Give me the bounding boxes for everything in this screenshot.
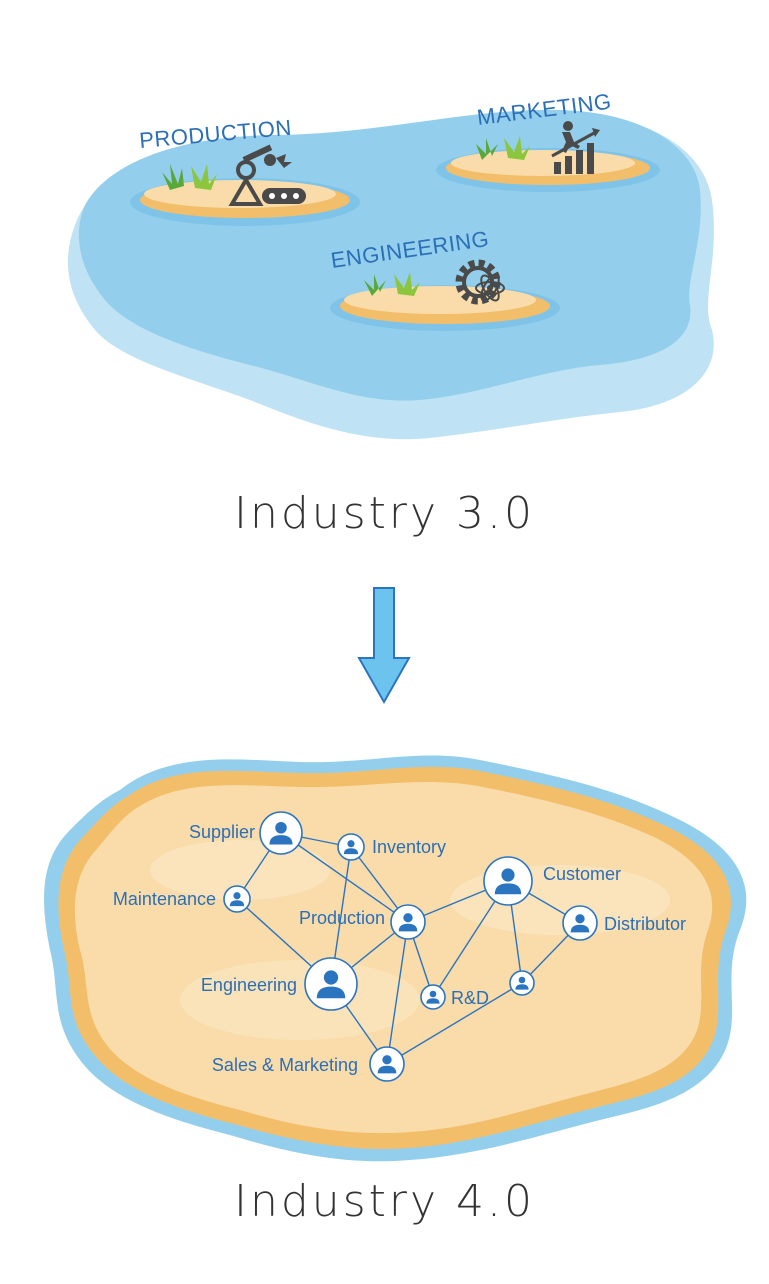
node-label-inventory: Inventory bbox=[372, 837, 446, 857]
node-distributor: Distributor bbox=[562, 905, 686, 941]
person-icon bbox=[377, 1055, 397, 1074]
node-label-supplier: Supplier bbox=[189, 822, 255, 842]
node-label-production: Production bbox=[299, 908, 385, 928]
node-production: Production bbox=[299, 904, 426, 940]
link-supplier-production bbox=[280, 832, 409, 923]
node-rnd: R&D bbox=[420, 984, 489, 1010]
person-icon bbox=[494, 868, 522, 895]
node-label-sales: Sales & Marketing bbox=[212, 1055, 358, 1075]
network-nodes: SupplierInventoryCustomerMaintenanceProd… bbox=[113, 811, 686, 1082]
node-unlabeled bbox=[509, 970, 535, 996]
node-engineering: Engineering bbox=[201, 957, 358, 1011]
growth-chart-climber-icon bbox=[551, 121, 600, 174]
person-icon bbox=[269, 821, 293, 845]
person-icon bbox=[398, 913, 418, 932]
caption-industry-3: Industry 3.0 bbox=[234, 488, 535, 539]
person-icon bbox=[515, 976, 529, 990]
industry4-illustration bbox=[44, 755, 747, 1162]
caption-industry-4: Industry 4.0 bbox=[234, 1176, 535, 1227]
node-sales: Sales & Marketing bbox=[212, 1046, 405, 1082]
person-icon bbox=[316, 970, 346, 999]
robot-arm-conveyor-icon bbox=[228, 144, 306, 206]
down-arrow bbox=[357, 587, 411, 705]
island-marketing bbox=[436, 121, 660, 192]
node-supplier: Supplier bbox=[189, 811, 303, 855]
industry3-illustration: PRODUCTION MARKETING ENGINEERING bbox=[67, 89, 714, 440]
gear-atom-icon bbox=[455, 259, 505, 305]
person-icon bbox=[426, 990, 440, 1004]
person-icon bbox=[343, 840, 359, 855]
node-label-maintenance: Maintenance bbox=[113, 889, 216, 909]
node-maintenance: Maintenance bbox=[113, 885, 251, 913]
link-production-sales bbox=[386, 921, 409, 1065]
node-inventory: Inventory bbox=[337, 833, 446, 861]
node-label-distributor: Distributor bbox=[604, 914, 686, 934]
node-customer: Customer bbox=[483, 856, 621, 906]
node-label-customer: Customer bbox=[543, 864, 621, 884]
person-icon bbox=[570, 914, 590, 933]
node-label-engineering: Engineering bbox=[201, 975, 297, 995]
person-icon bbox=[229, 892, 245, 907]
island-production bbox=[130, 144, 360, 226]
node-label-rnd: R&D bbox=[451, 988, 489, 1008]
link-unlabeled-sales bbox=[386, 982, 523, 1065]
island-engineering bbox=[330, 259, 560, 331]
